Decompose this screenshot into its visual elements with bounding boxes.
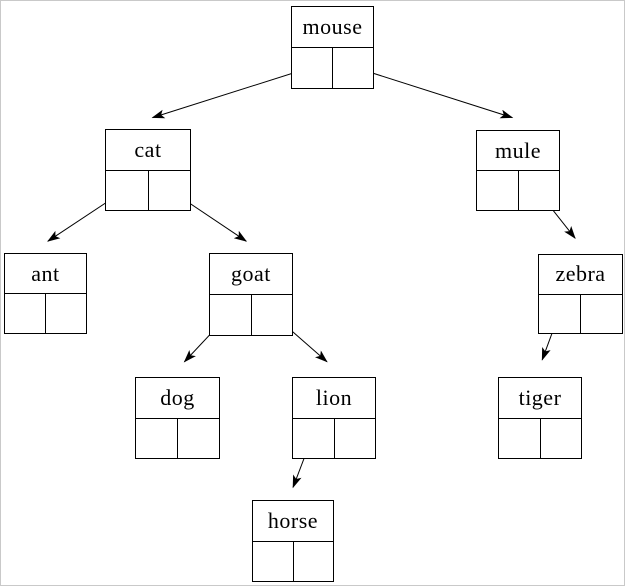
left-pointer-cell [292, 48, 333, 88]
node-pointer-cells [106, 170, 191, 211]
tree-node-lion: lion [292, 377, 376, 459]
left-pointer-cell [136, 418, 178, 458]
node-pointer-cells [5, 294, 86, 333]
node-pointer-cells [210, 295, 292, 335]
left-pointer-cell [5, 294, 46, 333]
node-label-ant: ant [5, 254, 86, 294]
left-pointer-cell [106, 170, 149, 210]
node-pointer-cells [499, 418, 582, 459]
node-pointer-cells [253, 541, 334, 582]
left-pointer-cell [539, 294, 581, 333]
right-pointer-cell [335, 419, 376, 459]
left-pointer-cell [477, 171, 519, 210]
node-label-goat: goat [210, 254, 292, 295]
tree-node-tiger: tiger [498, 377, 582, 459]
node-label-dog: dog [136, 378, 219, 419]
right-pointer-cell [581, 295, 622, 334]
node-label-mouse: mouse [292, 7, 373, 48]
left-pointer-cell [210, 295, 252, 335]
tree-node-goat: goat [209, 253, 293, 336]
left-pointer-cell [293, 418, 335, 458]
tree-node-mouse: mouse [291, 6, 374, 89]
tree-node-cat: cat [105, 129, 191, 211]
node-label-cat: cat [106, 130, 190, 171]
node-pointer-cells [539, 294, 622, 334]
left-pointer-cell [499, 418, 541, 458]
node-pointer-cells [477, 171, 559, 210]
node-label-zebra: zebra [539, 255, 622, 295]
node-label-mule: mule [477, 131, 559, 171]
right-pointer-cell [149, 171, 191, 211]
node-pointer-cells [136, 418, 219, 459]
left-pointer-cell [253, 541, 294, 581]
tree-node-zebra: zebra [538, 254, 623, 334]
edge-mouse-right-to-mule [352, 66, 514, 119]
node-label-lion: lion [293, 378, 375, 419]
right-pointer-cell [519, 171, 560, 210]
right-pointer-cell [541, 419, 582, 459]
node-label-tiger: tiger [499, 378, 581, 419]
node-pointer-cells [292, 48, 373, 88]
node-label-horse: horse [253, 501, 333, 542]
right-pointer-cell [46, 294, 86, 333]
right-pointer-cell [333, 48, 373, 88]
tree-node-mule: mule [476, 130, 560, 211]
tree-node-dog: dog [135, 377, 220, 459]
node-pointer-cells [293, 418, 376, 459]
right-pointer-cell [178, 419, 219, 459]
edge-mouse-left-to-cat [151, 66, 314, 119]
tree-node-horse: horse [252, 500, 334, 582]
tree-node-ant: ant [4, 253, 87, 334]
right-pointer-cell [294, 542, 334, 582]
right-pointer-cell [252, 295, 293, 335]
